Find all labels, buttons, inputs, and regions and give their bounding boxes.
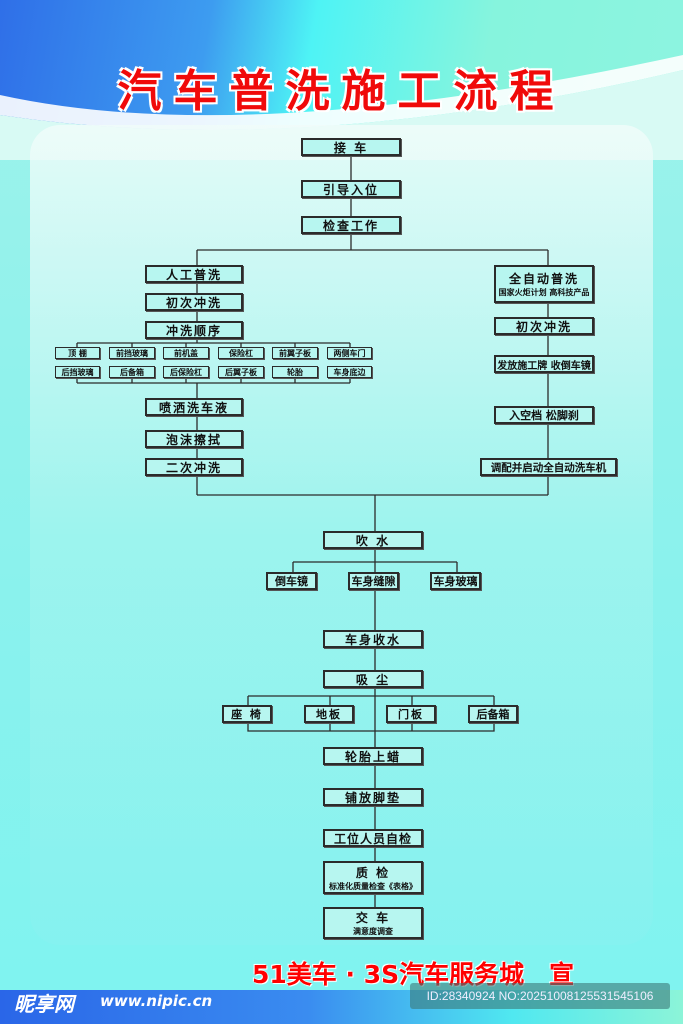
- step-auto-wash: 全自动普洗国家火炬计划 高科技产品: [494, 265, 594, 303]
- step-spray: 喷洒洗车液: [145, 398, 243, 416]
- qc-label: 质 检: [355, 865, 391, 880]
- watermark-url: www.nipic.cn: [100, 992, 213, 1010]
- step-wax: 轮胎上蜡: [323, 747, 423, 765]
- page-title: 汽车普洗施工流程: [117, 66, 566, 117]
- step-inspect: 检查工作: [301, 216, 401, 234]
- blow-part: 车身缝隙: [348, 572, 399, 590]
- step-self-check: 工位人员自检: [323, 829, 423, 847]
- watermark-logo: 昵享网: [14, 992, 74, 1016]
- step-auto-first-rinse: 初次冲洗: [494, 317, 594, 335]
- step-vacuum: 吸 尘: [323, 670, 423, 688]
- vacuum-part: 座 椅: [222, 705, 272, 723]
- qc-sub: 标准化质量检查《表格》: [329, 881, 417, 891]
- step-auto-sign: 发放施工牌 收倒车镜: [494, 355, 594, 373]
- part-box: 后挡玻璃: [55, 366, 100, 378]
- blow-part: 车身玻璃: [430, 572, 481, 590]
- step-quality-check: 质 检标准化质量检查《表格》: [323, 861, 423, 894]
- part-box: 后保险杠: [163, 366, 209, 378]
- step-rinse-order: 冲洗顺序: [145, 321, 243, 339]
- blow-part: 倒车镜: [266, 572, 317, 590]
- watermark-id: ID:28340924 NO:20251008125531545106: [410, 983, 670, 1009]
- step-auto-start: 调配并启动全自动洗车机: [480, 458, 617, 476]
- step-auto-neutral: 入空档 松脚刹: [494, 406, 594, 424]
- part-box: 顶 棚: [55, 347, 100, 359]
- part-box: 后备箱: [109, 366, 155, 378]
- step-deliver: 交 车满意度调查: [323, 907, 423, 939]
- auto-wash-sub: 国家火炬计划 高科技产品: [498, 288, 590, 297]
- part-box: 轮胎: [272, 366, 318, 378]
- step-mat: 铺放脚垫: [323, 788, 423, 806]
- step-dry: 车身收水: [323, 630, 423, 648]
- part-box: 两侧车门: [327, 347, 372, 359]
- step-foam: 泡沫擦拭: [145, 430, 243, 448]
- step-receive: 接 车: [301, 138, 401, 156]
- part-box: 前机盖: [163, 347, 209, 359]
- step-manual-wash: 人工普洗: [145, 265, 243, 283]
- part-box: 后翼子板: [218, 366, 264, 378]
- step-blow: 吹 水: [323, 531, 423, 549]
- step-second-rinse: 二次冲洗: [145, 458, 243, 476]
- deliver-label: 交 车: [355, 911, 391, 925]
- vacuum-part: 地板: [304, 705, 354, 723]
- part-box: 保险杠: [218, 347, 264, 359]
- part-box: 前挡玻璃: [109, 347, 155, 359]
- step-guide: 引导入位: [301, 180, 401, 198]
- vacuum-part: 后备箱: [468, 705, 518, 723]
- deliver-sub: 满意度调查: [353, 927, 393, 936]
- auto-wash-label: 全自动普洗: [508, 272, 579, 286]
- step-manual-first-rinse: 初次冲洗: [145, 293, 243, 311]
- part-box: 车身底边: [327, 366, 372, 378]
- part-box: 前翼子板: [272, 347, 318, 359]
- vacuum-part: 门板: [386, 705, 436, 723]
